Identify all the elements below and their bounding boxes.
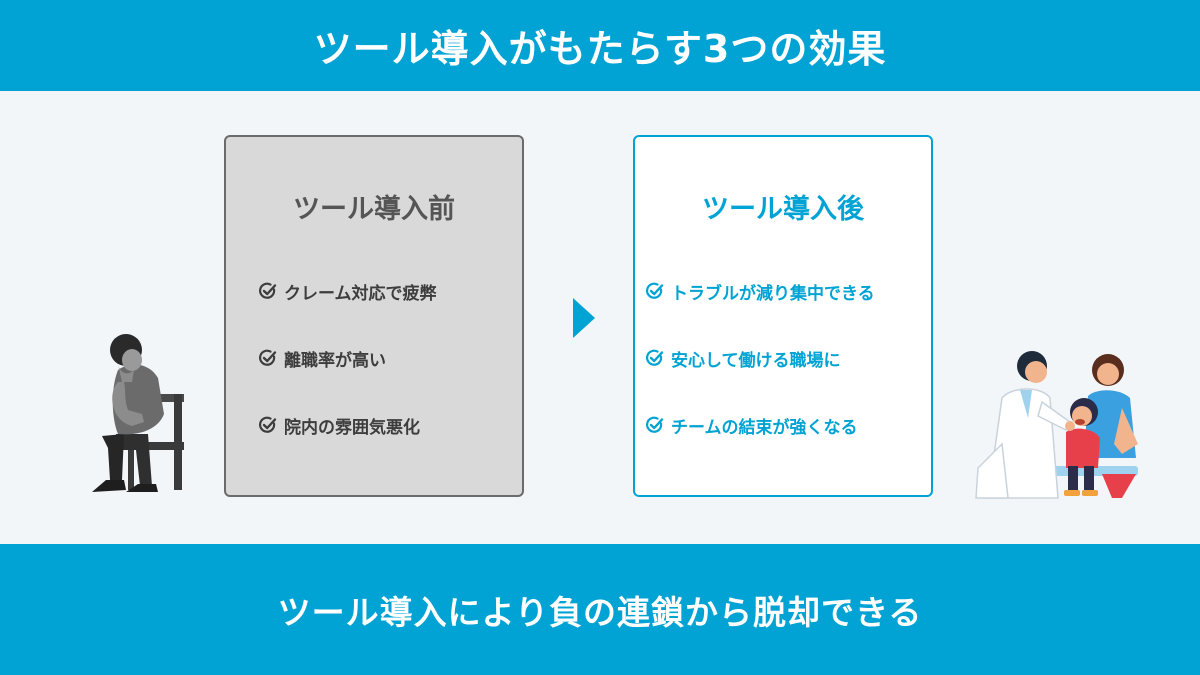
check-circle-icon	[646, 282, 664, 299]
check-circle-icon	[259, 416, 277, 433]
list-item: 院内の雰囲気悪化	[258, 413, 512, 438]
before-title: ツール導入前	[293, 194, 455, 225]
doctor-family-illustration	[972, 348, 1148, 504]
footer-bar: ツール導入により負の連鎖から脱却できる	[0, 544, 1200, 675]
after-list: トラブルが減り集中できる 安心して働ける職場に チームの結束が強くなる	[645, 279, 921, 480]
list-item-label: クレーム対応で疲弊	[284, 283, 437, 304]
page-title: ツール導入がもたらす3つの効果	[313, 27, 887, 71]
list-item-label: トラブルが減り集中できる	[671, 283, 875, 304]
before-panel: ツール導入前 クレーム対応で疲弊 離職率が高い 院内の雰囲気悪化	[224, 135, 524, 497]
before-list: クレーム対応で疲弊 離職率が高い 院内の雰囲気悪化	[258, 279, 512, 480]
list-item: 安心して働ける職場に	[645, 346, 921, 371]
after-title: ツール導入後	[702, 194, 864, 225]
list-item-label: 離職率が高い	[284, 350, 386, 371]
arrow-right-icon	[573, 298, 595, 338]
stressed-person-illustration	[88, 330, 192, 500]
after-panel: ツール導入後 トラブルが減り集中できる 安心して働ける職場に チームの結束が強く…	[633, 135, 933, 497]
check-circle-icon	[646, 416, 664, 433]
list-item-label: 院内の雰囲気悪化	[284, 417, 420, 438]
check-circle-icon	[259, 349, 277, 366]
header-bar: ツール導入がもたらす3つの効果	[0, 0, 1200, 91]
list-item: クレーム対応で疲弊	[258, 279, 512, 304]
list-item-label: チームの結束が強くなる	[671, 417, 858, 438]
list-item: 離職率が高い	[258, 346, 512, 371]
check-circle-icon	[259, 282, 277, 299]
footer-summary: ツール導入により負の連鎖から脱却できる	[277, 592, 923, 632]
list-item: チームの結束が強くなる	[645, 413, 921, 438]
list-item: トラブルが減り集中できる	[645, 279, 921, 304]
check-circle-icon	[646, 349, 664, 366]
list-item-label: 安心して働ける職場に	[671, 350, 841, 371]
